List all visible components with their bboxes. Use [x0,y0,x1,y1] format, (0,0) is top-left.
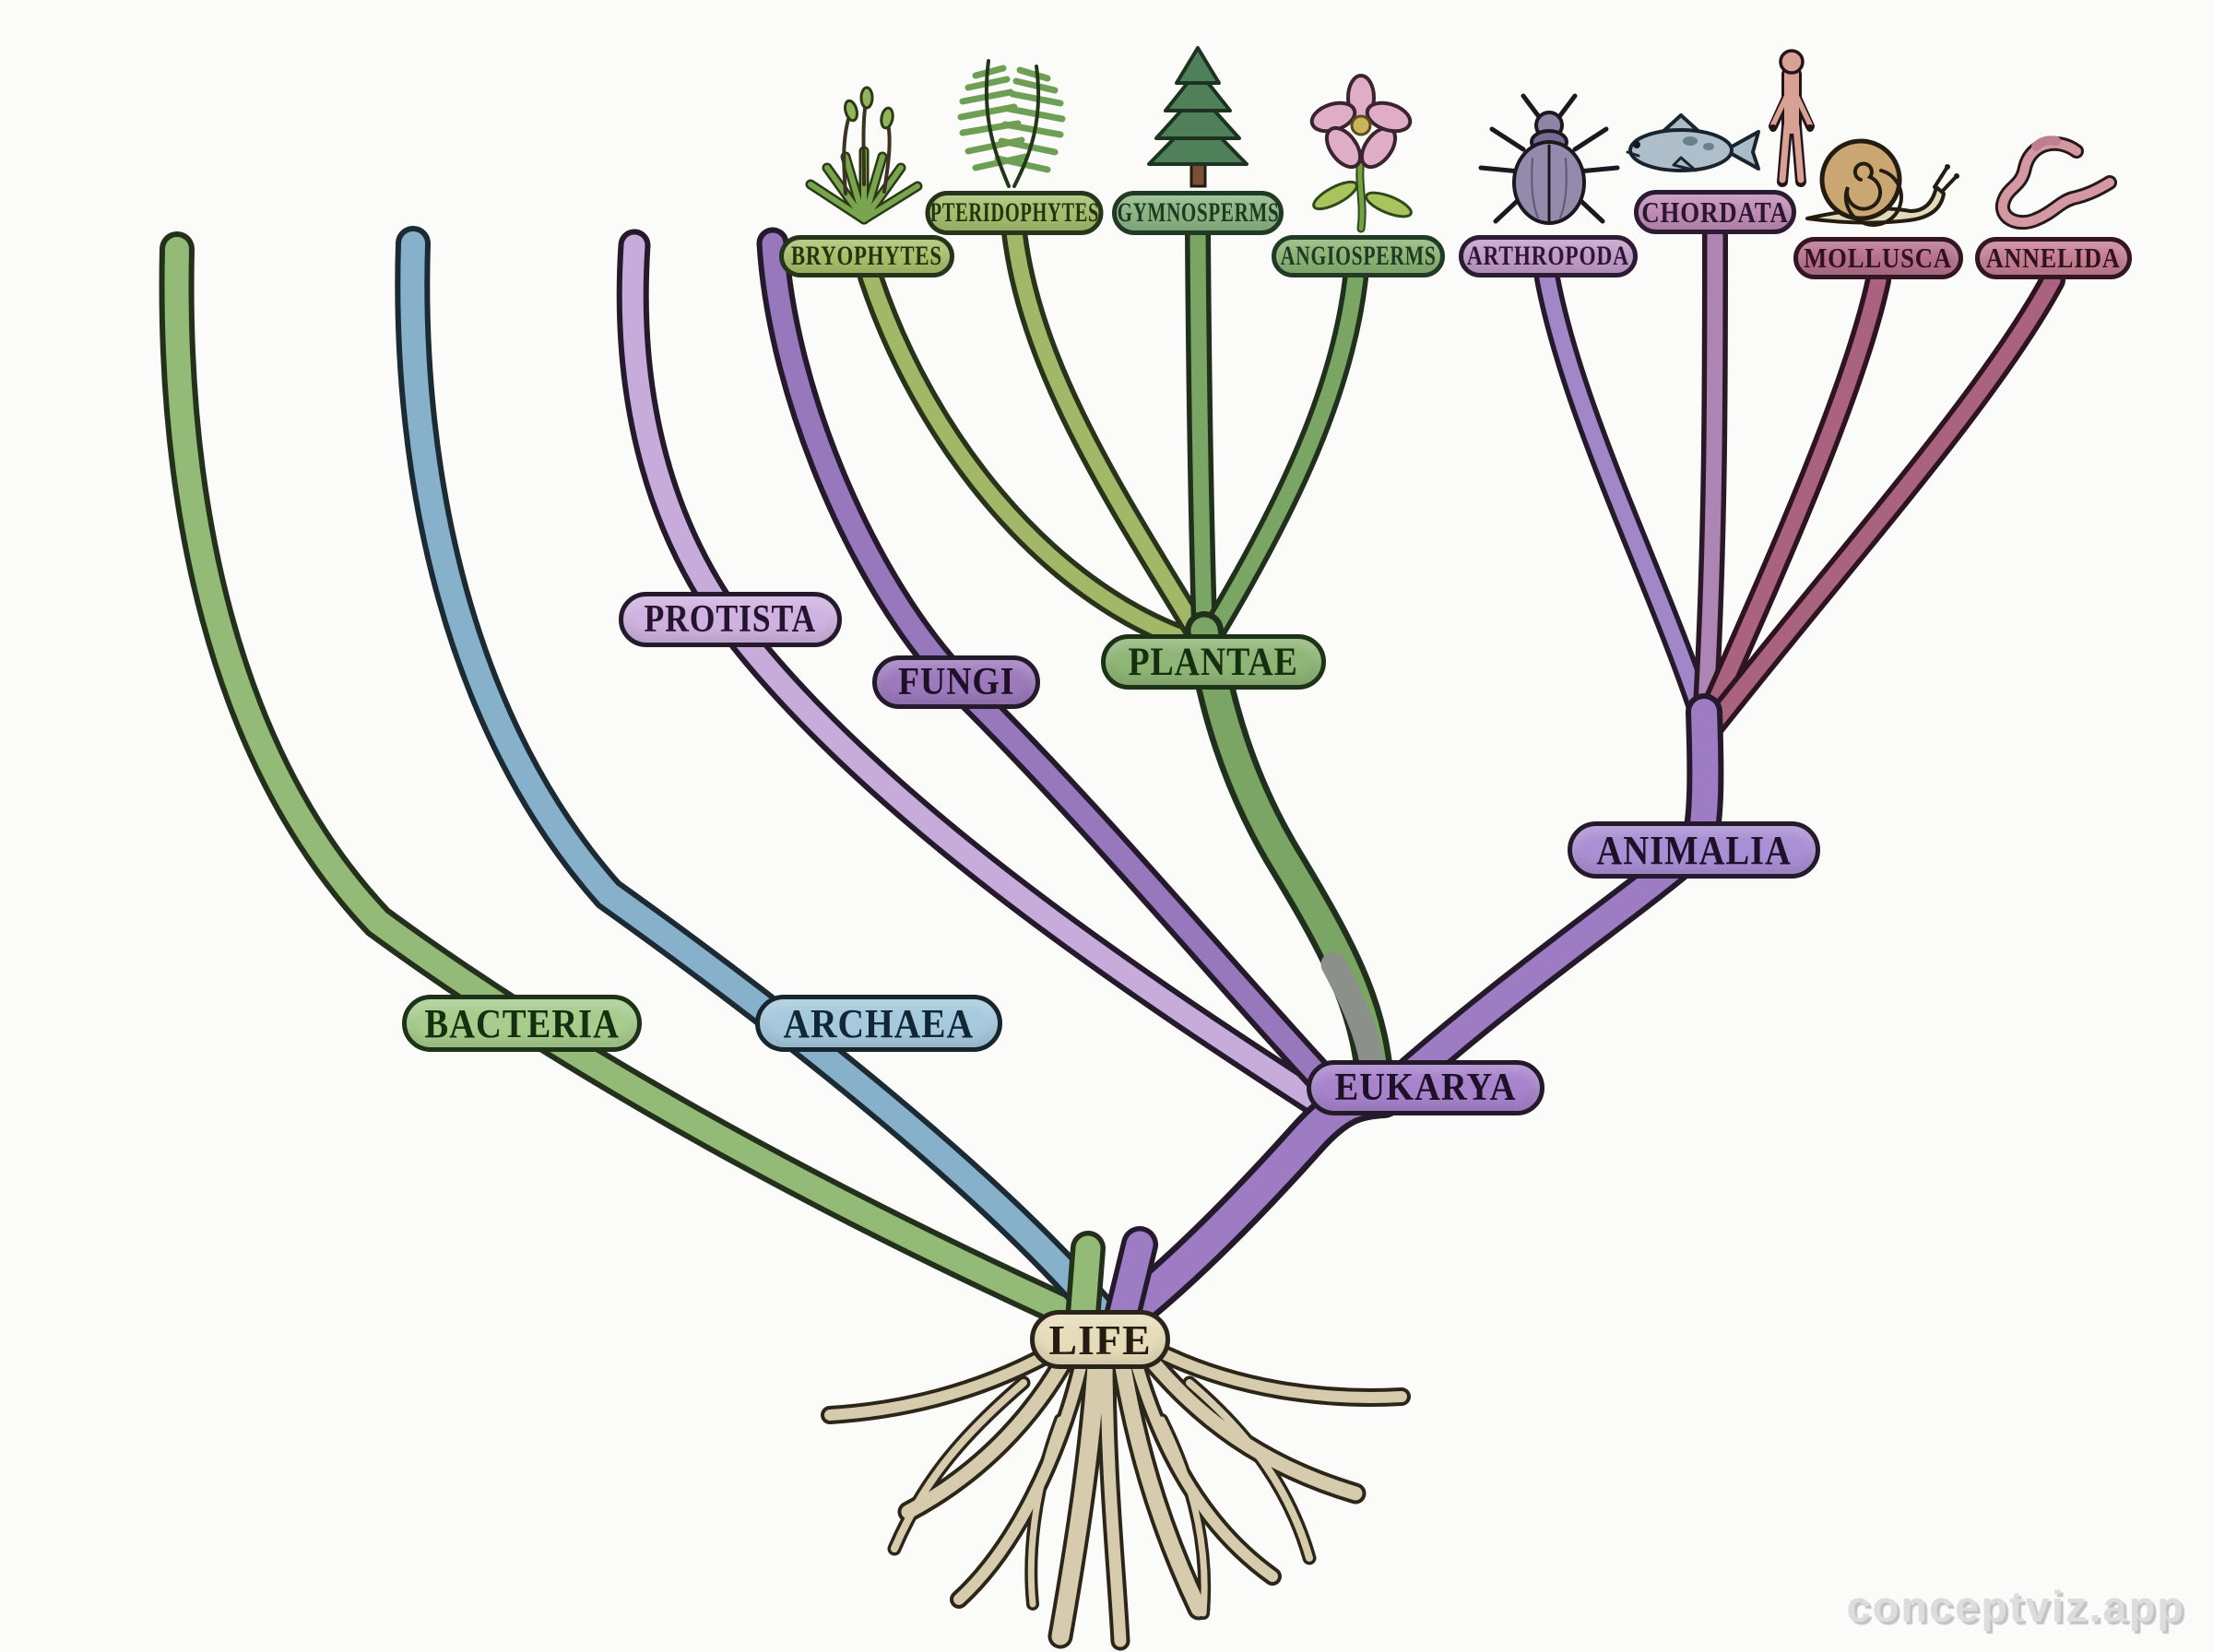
label-archaea: ARCHAEA [755,995,1002,1052]
label-life-text: LIFE [1048,1316,1152,1363]
label-animalia: ANIMALIA [1568,821,1820,879]
label-bacteria: BACTERIA [402,995,642,1052]
label-bacteria-text: BACTERIA [424,1000,620,1046]
label-angiosperms: ANGIOSPERMS [1272,235,1445,277]
branch-animalia [1367,693,1724,1115]
branch-bryophytes [858,264,1204,655]
label-gymnosperms-text: GYMNOSPERMS [1117,197,1279,228]
label-fungi: FUNGI [872,655,1040,709]
beetle-icon [1478,93,1620,225]
label-pteridophytes-text: PTERIDOPHYTES [929,197,1099,228]
watermark: conceptviz.app [1846,1582,2185,1631]
label-protista: PROTISTA [619,592,842,647]
branch-mollusca [1697,267,1891,728]
label-fungi-text: FUNGI [897,661,1015,703]
snail-icon [1805,138,1959,227]
label-arthropoda: ARTHROPODA [1459,235,1638,277]
label-pteridophytes: PTERIDOPHYTES [925,191,1104,235]
worm-icon [1995,136,2117,230]
label-eukarya: EUKARYA [1307,1060,1544,1115]
conifer-tree-icon [1147,46,1249,188]
label-protista-text: PROTISTA [644,598,817,641]
label-plantae: PLANTAE [1101,634,1326,690]
label-chordata-text: CHORDATA [1641,195,1789,229]
trunk-base [1065,1226,1158,1339]
label-life: LIFE [1030,1310,1170,1369]
branch-chordata [1693,221,1728,719]
label-archaea-text: ARCHAEA [783,1000,975,1046]
label-animalia-text: ANIMALIA [1596,827,1792,873]
label-bryophytes-text: BRYOPHYTES [791,241,942,271]
label-gymnosperms: GYMNOSPERMS [1112,191,1284,235]
label-eukarya-text: EUKARYA [1334,1067,1517,1109]
label-bryophytes: BRYOPHYTES [779,235,954,277]
label-chordata: CHORDATA [1634,190,1796,234]
label-plantae-text: PLANTAE [1128,640,1299,684]
fern-icon [957,59,1066,188]
branch-arthropoda [1534,266,1715,728]
flower-icon [1309,74,1413,233]
branch-gymnosperms [1185,219,1217,638]
branch-pteridophytes [1001,219,1212,647]
human-icon [1769,49,1815,187]
label-angiosperms-text: ANGIOSPERMS [1280,241,1437,271]
chordata-icons [1626,49,1815,187]
branch-eukarya [1107,1076,1404,1334]
fish-icon [1626,113,1760,172]
moss-icon [805,86,923,225]
branch-bacteria [159,231,1095,1334]
label-mollusca: MOLLUSCA [1793,237,1963,279]
label-mollusca-text: MOLLUSCA [1804,242,1953,274]
roots-graphic [821,1338,1411,1651]
branch-archaea [395,226,1118,1330]
label-annelida: ANNELIDA [1975,237,2132,279]
branch-angiosperms [1201,266,1368,643]
branch-annelida [1700,267,2065,738]
label-arthropoda-text: ARTHROPODA [1467,241,1629,271]
branch-protista [616,229,1330,1115]
label-annelida-text: ANNELIDA [1986,242,2121,274]
